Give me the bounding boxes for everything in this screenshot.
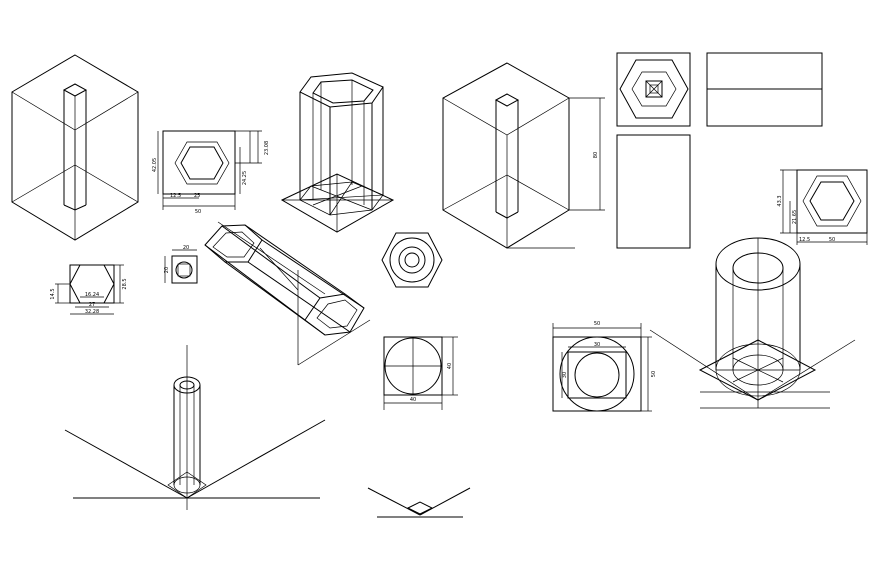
dim-bottom: 40 [410, 397, 416, 403]
isometric-lying-hex-prism [204, 221, 371, 366]
hex-right-plan: 43.3 21.65 12.5 50 [777, 169, 868, 245]
dim-height: 43.3 [777, 195, 783, 206]
isometric-hex-tube [280, 72, 395, 233]
dim-left: 14.5 [50, 288, 56, 299]
isometric-cylinder-tube [649, 237, 856, 409]
isometric-cylinder-on-v [64, 345, 326, 510]
dim-side: 20 [164, 267, 170, 273]
hex-square-plan: 50 12.5 25 42.05 23.08 24.25 [152, 130, 270, 215]
dim-inner-a: 12.5 [170, 193, 181, 199]
dim-height: 42.05 [152, 158, 158, 172]
dim-right-a: 23.08 [264, 141, 270, 155]
dim-right-b: 24.25 [242, 171, 248, 185]
dim-width: 50 [829, 237, 835, 243]
dim-inner-side: 30 [562, 372, 568, 378]
dim-bottom: 32.28 [85, 309, 99, 315]
dim-width: 50 [195, 209, 201, 215]
hex-with-circles [381, 232, 443, 288]
dim-height: 80 [593, 152, 599, 158]
dim-outer-side: 50 [651, 371, 657, 377]
dim-outer-top: 50 [594, 321, 600, 327]
side-view-rect [616, 134, 691, 249]
isometric-tall-prism: 80 [442, 62, 605, 249]
dim-side: 40 [447, 363, 453, 369]
dim-right: 28.5 [122, 278, 128, 289]
dim-inner-b: 25 [194, 193, 200, 199]
hex-top-view [616, 52, 691, 127]
front-view-rect [706, 52, 823, 127]
circle-square-plan: 40 40 [383, 336, 458, 410]
hex-small-plan: 14.5 16.24 27 32.28 28.5 [50, 264, 128, 315]
dim-inner-top: 30 [594, 342, 600, 348]
circle-in-square-plan: 50 30 30 50 [552, 321, 657, 412]
dim-inner: 27 [89, 302, 95, 308]
dim-mid: 16.24 [85, 292, 99, 298]
small-square-plan: 20 20 [164, 245, 198, 284]
dim-inner: 21.65 [792, 210, 798, 224]
small-v-section [367, 487, 471, 518]
dim-top: 20 [183, 245, 189, 251]
dim-left: 12.5 [799, 237, 810, 243]
isometric-box-with-pillar [11, 54, 139, 241]
